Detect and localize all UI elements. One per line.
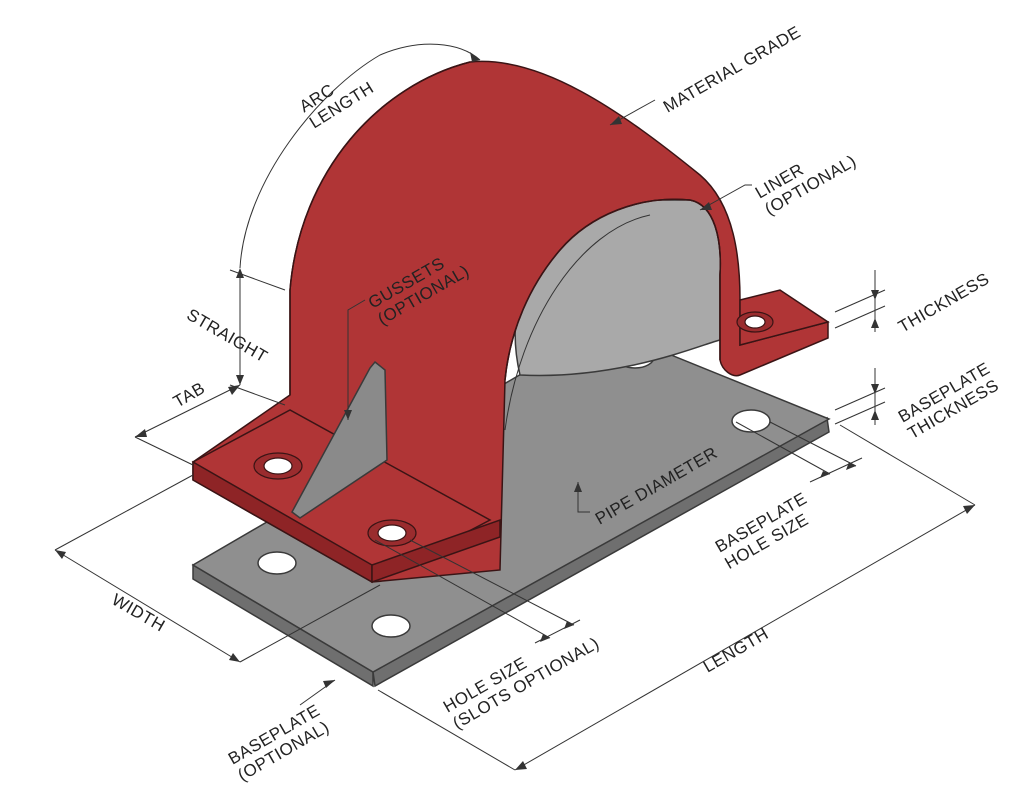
- arrowhead: [574, 482, 582, 492]
- arrowhead: [515, 761, 527, 770]
- tab-hole-inner: [377, 524, 407, 542]
- tab-dimension: [134, 384, 241, 438]
- arrowhead: [470, 52, 480, 62]
- clamp-band-inner-edge: [504, 198, 722, 381]
- length-ext: [377, 689, 516, 771]
- arrowhead: [871, 290, 879, 300]
- arrowhead: [700, 202, 712, 210]
- clamp-tab-front: [371, 518, 501, 584]
- thickness-ext: [834, 305, 886, 329]
- arrowhead: [236, 268, 244, 278]
- arrowhead: [820, 471, 830, 478]
- width-ext: [54, 474, 194, 551]
- arrowhead: [135, 429, 147, 437]
- arrowhead: [564, 621, 574, 629]
- width-ext: [239, 584, 381, 663]
- arrowhead: [344, 410, 352, 420]
- baseplate-hole-size-ext: [769, 421, 857, 467]
- pipe-diameter-outline: [504, 214, 651, 431]
- baseplate-thickness-ext: [834, 401, 886, 425]
- arrowhead: [236, 375, 244, 385]
- arrowheads: [55, 52, 975, 770]
- length-dimension: [514, 504, 976, 771]
- baseplate-hole: [731, 409, 771, 433]
- arrowhead: [963, 505, 975, 514]
- tab-ext: [134, 436, 194, 466]
- arrowhead: [871, 318, 879, 328]
- tab-hole-inner: [263, 457, 293, 475]
- baseplate-hole-size-dimension: [809, 457, 863, 483]
- tab-hole-inner: [744, 315, 766, 329]
- hole-size-ext: [374, 539, 551, 639]
- pipe-clamp: [191, 60, 830, 584]
- baseplate-thickness-ext: [834, 387, 886, 411]
- arrowhead: [871, 384, 879, 394]
- liner-leader: [699, 184, 752, 211]
- dimension-lines: [54, 43, 976, 771]
- length-ext: [839, 424, 976, 506]
- arrowhead: [229, 653, 240, 662]
- arrowhead: [540, 634, 550, 642]
- hole-size-ext: [409, 539, 575, 626]
- clamp-band-edge: [289, 61, 471, 395]
- straight-ext: [229, 384, 286, 406]
- arrowhead: [228, 385, 240, 395]
- baseplate-hole-size-ext: [735, 421, 831, 475]
- gussets-leader: [347, 299, 366, 420]
- arrowhead: [871, 410, 879, 420]
- arrowhead: [610, 116, 622, 125]
- arrowhead: [846, 462, 856, 470]
- baseplate-hole: [257, 551, 297, 575]
- arc-length-dimension: [239, 43, 481, 269]
- gusset: [291, 360, 388, 519]
- width-dimension: [54, 549, 241, 663]
- arrowhead: [55, 550, 66, 559]
- arrowhead: [323, 680, 335, 688]
- baseplate-hole: [371, 614, 411, 638]
